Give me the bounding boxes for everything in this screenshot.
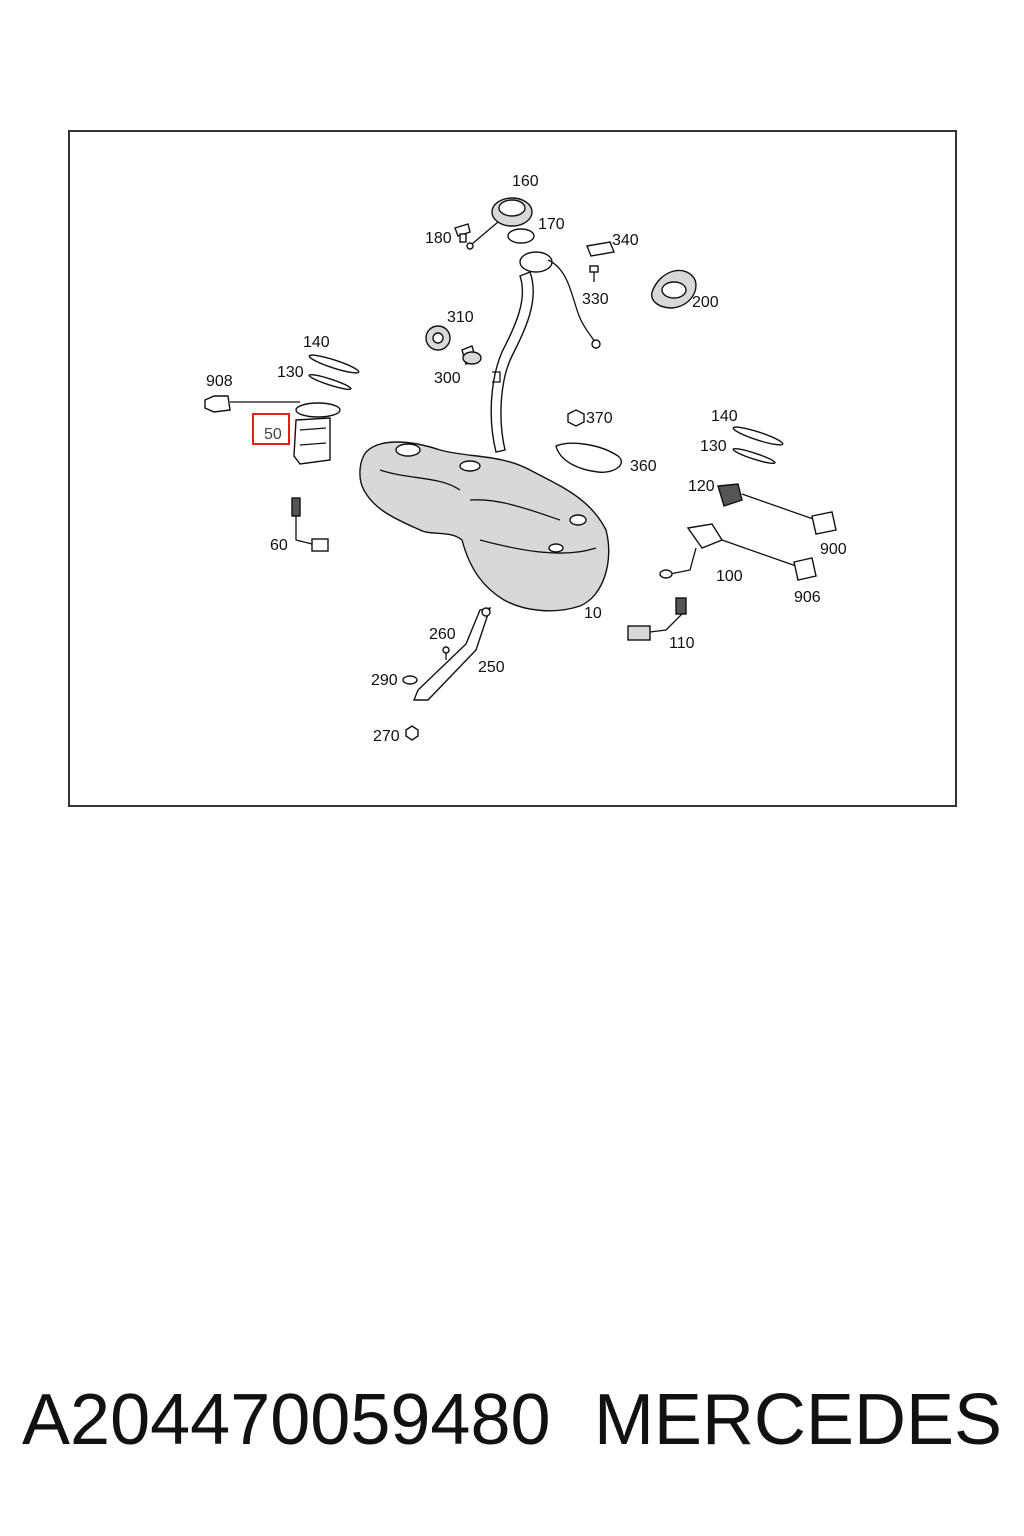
seal-ring-130-right xyxy=(732,447,776,465)
brand-name: MERCEDES xyxy=(593,1380,1002,1460)
part-number: A204470059480 xyxy=(22,1380,551,1460)
strap-nut xyxy=(405,725,419,741)
callout-290: 290 xyxy=(371,672,398,689)
vent-valve xyxy=(461,345,482,365)
fuel-level-sender xyxy=(291,497,329,552)
diagram-frame xyxy=(68,130,957,807)
callout-250: 250 xyxy=(478,659,505,676)
callout-140-right: 140 xyxy=(711,408,738,425)
callout-900: 900 xyxy=(820,541,847,558)
callout-10: 10 xyxy=(584,605,602,622)
fuel-tank xyxy=(359,441,610,612)
callout-270: 270 xyxy=(373,728,400,745)
seal-ring-130-left xyxy=(308,373,352,391)
cover-plate xyxy=(555,442,623,473)
callout-260: 260 xyxy=(429,626,456,643)
filler-housing xyxy=(651,269,697,309)
connector-908 xyxy=(204,395,300,413)
callout-50: 50 xyxy=(264,426,282,443)
callout-200: 200 xyxy=(692,294,719,311)
bolt xyxy=(589,265,599,282)
callout-160: 160 xyxy=(512,173,539,190)
filler-neck xyxy=(490,251,601,453)
callout-110: 110 xyxy=(669,635,695,652)
strap-screw xyxy=(442,646,450,660)
callout-170: 170 xyxy=(538,216,565,233)
footer: A204470059480 MERCEDES xyxy=(0,1375,1024,1475)
callout-130-left: 130 xyxy=(277,364,304,381)
seal-ring-140-right xyxy=(732,426,784,446)
callout-906: 906 xyxy=(794,589,821,606)
seal-ring-140-left xyxy=(308,354,360,374)
pump-gear xyxy=(425,325,451,351)
callout-300: 300 xyxy=(434,370,461,387)
callout-360: 360 xyxy=(630,458,657,475)
nut xyxy=(567,409,585,427)
connector-906 xyxy=(793,557,817,581)
callout-340: 340 xyxy=(612,232,639,249)
fuel-cap xyxy=(466,197,533,250)
callout-370: 370 xyxy=(586,410,613,427)
callout-60: 60 xyxy=(270,537,288,554)
fuel-pump-module xyxy=(293,402,341,465)
callout-140-left: 140 xyxy=(303,334,330,351)
callout-120: 120 xyxy=(688,478,715,495)
tank-strap xyxy=(412,607,492,701)
suction-jet-pump xyxy=(659,523,797,579)
cap-seal-ring xyxy=(507,228,535,244)
callout-908: 908 xyxy=(206,373,233,390)
callout-100: 100 xyxy=(716,568,743,585)
pressure-sensor xyxy=(717,483,817,521)
callout-330: 330 xyxy=(582,291,609,308)
callout-310: 310 xyxy=(447,309,474,326)
gasket-plate xyxy=(586,241,615,257)
callout-180: 180 xyxy=(425,230,452,247)
retainer-clip xyxy=(454,223,471,243)
highlight-box xyxy=(252,413,290,445)
level-sender-right xyxy=(627,597,687,641)
connector-900 xyxy=(811,511,837,535)
washer xyxy=(402,675,418,685)
callout-130-right: 130 xyxy=(700,438,727,455)
